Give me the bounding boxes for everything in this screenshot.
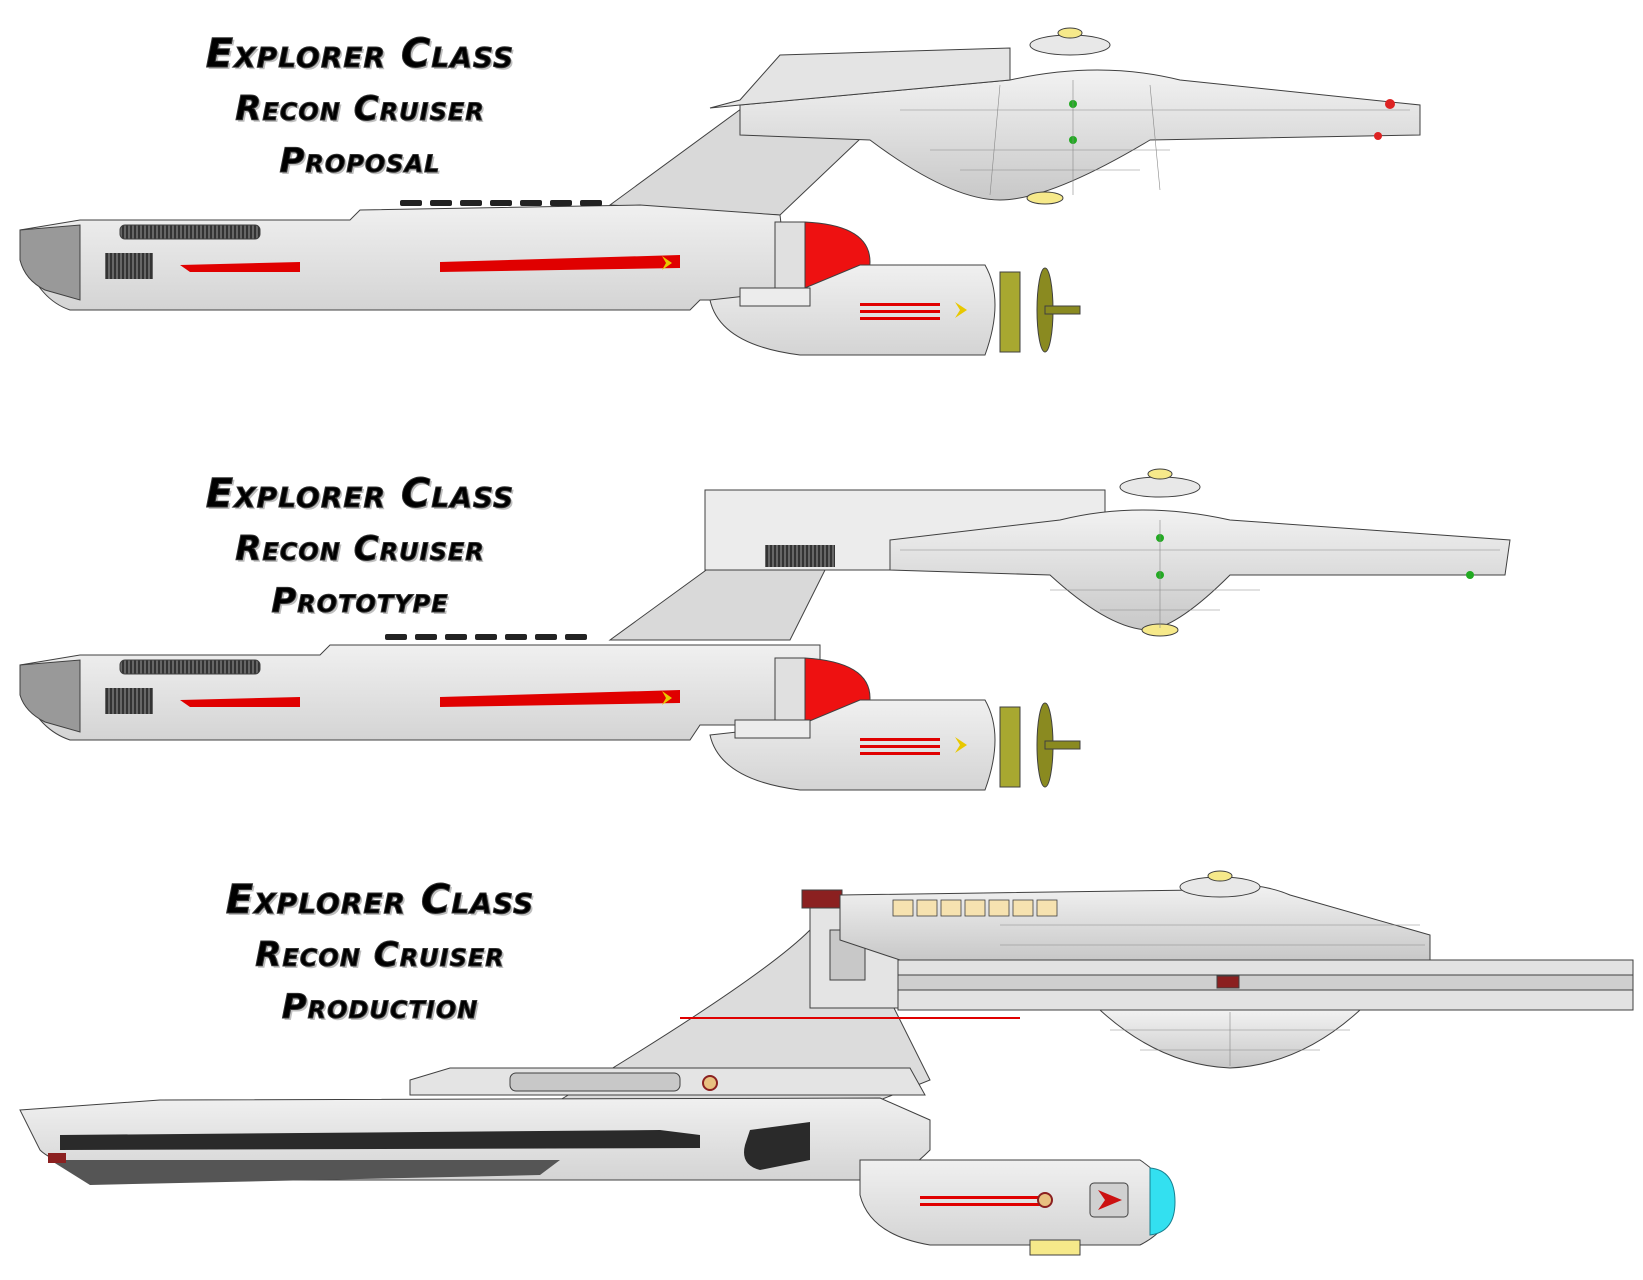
shuttle-bay: [739, 287, 811, 307]
emblem-icon: [702, 1075, 718, 1091]
nav-light-green: [1466, 571, 1474, 579]
title-line-type: Recon Cruiser: [235, 529, 485, 569]
bridge-sensor: [1147, 468, 1173, 480]
deflector-dome: [1149, 1167, 1176, 1236]
title-prototype: Explorer Class Recon Cruiser Prototype: [130, 474, 590, 636]
hull-stripe: [440, 255, 680, 272]
hull-window: [765, 545, 835, 567]
saucer-grid: [1000, 924, 1425, 1066]
ship-prototype: [19, 468, 1511, 791]
engineering-stripes: [860, 303, 940, 320]
lower-sensor-dome: [1026, 191, 1064, 205]
title-line-variant: Production: [281, 987, 479, 1027]
sensor-dish: [999, 267, 1081, 353]
window-row: [892, 899, 1058, 917]
engineering-hull: [709, 264, 996, 356]
sensor-dish: [999, 702, 1081, 788]
hull-lower-strake: [50, 1160, 560, 1185]
title-line-type: Recon Cruiser: [255, 935, 505, 975]
bridge-dome: [1119, 476, 1201, 498]
engineering-stripes: [920, 1196, 1040, 1206]
title-line-class: Explorer Class: [205, 471, 515, 517]
hull-stripe: [180, 262, 300, 272]
hull-dark-port: [744, 1122, 810, 1170]
title-line-type: Recon Cruiser: [235, 89, 485, 129]
saucer-upper-deck: [839, 884, 1431, 961]
rim-marker: [1216, 975, 1240, 989]
engineering-stripes: [860, 738, 940, 755]
hull-window: [105, 253, 153, 279]
aft-fin: [19, 224, 81, 301]
title-production: Explorer Class Recon Cruiser Production: [150, 880, 610, 1042]
hull-chevron: [662, 256, 672, 270]
upper-grille: [119, 659, 261, 675]
engineering-chevron: [955, 737, 967, 753]
tower-cap: [801, 889, 843, 909]
saucer-grid: [900, 520, 1500, 628]
title-line-variant: Prototype: [271, 581, 449, 621]
saucer-grid: [900, 80, 1410, 196]
hull-stripe: [180, 697, 300, 707]
shuttle-bay: [734, 719, 811, 739]
upper-nav-block: [709, 47, 1011, 109]
upper-grille: [119, 224, 261, 240]
spine-hatch: [509, 1072, 681, 1092]
aft-marker: [48, 1153, 66, 1163]
aft-fin: [19, 659, 81, 733]
delta-insignia: [1089, 1182, 1129, 1218]
dorsal-dashes: [400, 200, 602, 206]
emblem-icon: [1037, 1192, 1053, 1208]
title-line-class: Explorer Class: [205, 31, 515, 77]
hull-chevron: [662, 691, 672, 705]
nav-light-red: [1374, 132, 1382, 140]
dorsal-dashes: [385, 634, 587, 640]
title-line-class: Explorer Class: [225, 877, 535, 923]
hull-stripe: [440, 690, 680, 707]
engineering-hull: [709, 699, 996, 791]
saucer-section: [889, 509, 1511, 631]
lower-module: [1029, 1239, 1081, 1256]
nav-light-red: [1385, 99, 1395, 109]
hull-dark-stripe: [60, 1130, 700, 1150]
hull-window: [105, 688, 153, 714]
bridge-sensor: [1207, 870, 1233, 882]
title-proposal: Explorer Class Recon Cruiser Proposal: [130, 34, 590, 196]
engineering-chevron: [955, 302, 967, 318]
neck-pylon: [608, 559, 831, 641]
saucer-section: [739, 69, 1421, 201]
ship-production: [19, 870, 1634, 1256]
saucer-rim-band: [897, 974, 1634, 991]
title-line-variant: Proposal: [279, 141, 441, 181]
bridge-sensor: [1057, 27, 1083, 39]
ship-proposal: [19, 27, 1421, 356]
